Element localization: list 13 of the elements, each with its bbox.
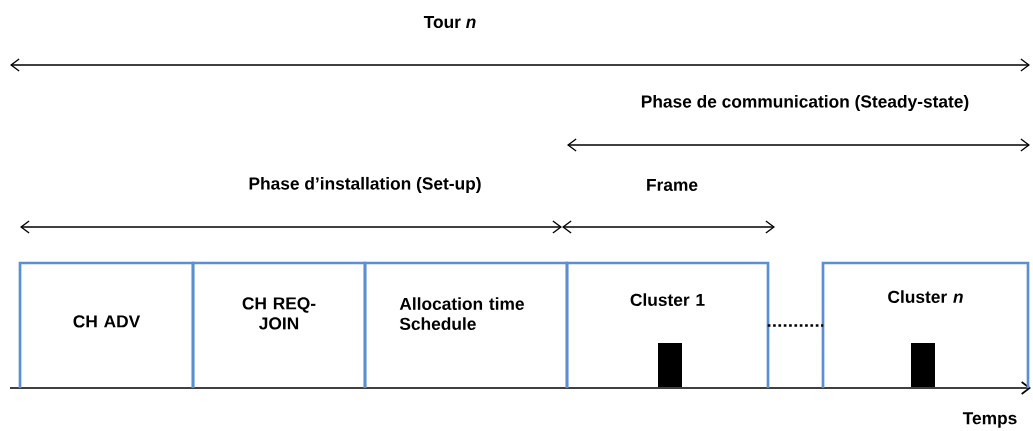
phase-box: CH ADV	[18, 261, 195, 388]
slot-bar	[658, 343, 682, 387]
phase-box: CH REQ-JOIN	[191, 261, 367, 388]
dimension-label: Phase de communication (Steady-state)	[641, 94, 969, 112]
dimension-label: Tour n	[423, 15, 476, 29]
dimension-label: Phase d’installation (Set-up)	[249, 176, 481, 194]
dotted-connector	[767, 324, 824, 327]
dimension-label: Temps	[962, 412, 1017, 428]
phase-box: Cluster n	[821, 261, 1030, 388]
dimension-label: Frame	[647, 178, 698, 192]
phase-box: Cluster 1	[565, 261, 770, 388]
phase-box: Allocation time Schedule	[363, 261, 569, 388]
slot-bar	[911, 343, 935, 387]
